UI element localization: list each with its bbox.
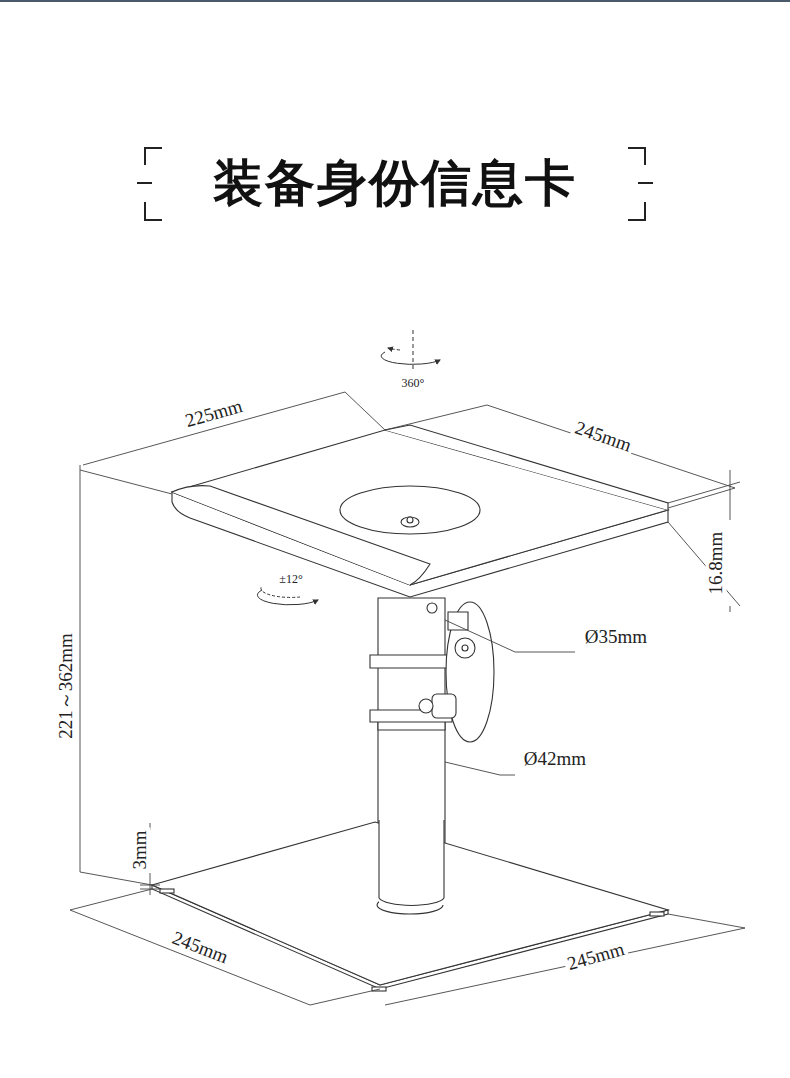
dimension-label: Ø42mm (521, 749, 589, 770)
rotation-angle: 360° (399, 377, 428, 390)
title-brackets (137, 148, 653, 220)
top-bar (0, 0, 790, 2)
dimension-label: 3mm (130, 827, 151, 872)
dimension-label: 221～362mm (56, 630, 77, 742)
dimension-label: 245mm (166, 927, 233, 969)
title: 装备身份信息卡 (213, 156, 577, 211)
rotation-symbol (381, 330, 440, 372)
dimension-label: 245mm (562, 938, 629, 976)
dimension-label: 225mm (180, 395, 247, 433)
tilt-symbol (257, 586, 318, 605)
top-plate (172, 425, 668, 597)
dimension-label: Ø35mm (582, 627, 650, 648)
dimension-label: 16.8mm (706, 529, 727, 598)
dimension-lines (70, 392, 745, 1005)
tilt-angle: ±12° (276, 573, 305, 586)
dimension-label: 245mm (569, 417, 636, 458)
